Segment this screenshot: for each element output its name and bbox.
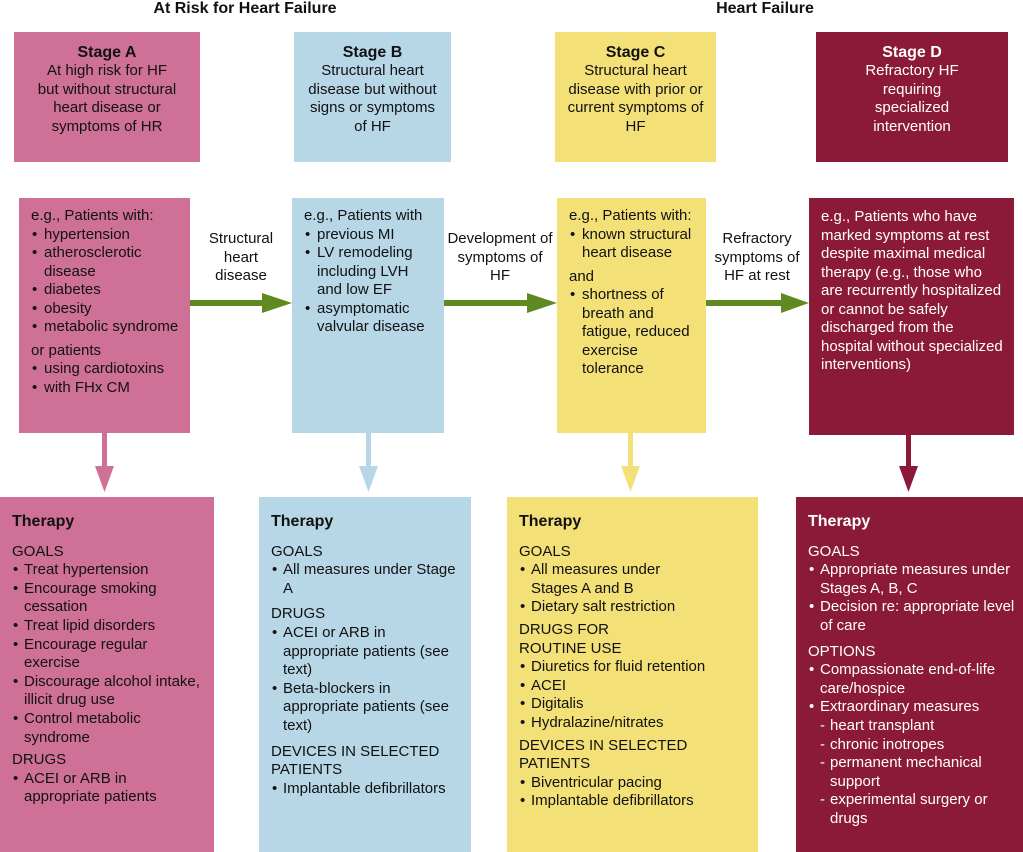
connector-label-cd: Refractory symptoms of HF at rest [714,230,800,284]
stage-a-examples: e.g., Patients with: hypertension athero… [19,198,190,433]
arrow-down-a [95,433,114,492]
stage-d-box: Stage D Refractory HF requiring speciali… [816,32,1008,162]
list-item: All measures under Stages A and B [519,561,750,598]
arrow-cd [706,293,809,313]
stage-d-therapy: Therapy GOALS Appropriate measures under… [796,497,1023,852]
therapy-d-options-label: OPTIONS [808,642,876,660]
stage-a-therapy: Therapy GOALS Treat hypertension Encoura… [0,497,214,852]
list-item: ACEI or ARB in appropriate patients [12,770,206,807]
list-item: shortness of breath and fatigue, reduced… [569,286,702,379]
stage-d-title: Stage D [882,44,942,61]
stage-a-desc: At high risk for HF but without structur… [37,62,177,135]
list-item: atherosclerotic disease [31,244,182,281]
stage-c-examples: e.g., Patients with: known structural he… [557,198,706,433]
list-item: chronic inotropes [808,736,1015,755]
list-item: diabetes [31,281,182,300]
list-item: obesity [31,300,182,319]
list-item: metabolic syndrome [31,318,182,337]
therapy-c-devices-label: DEVICES IN SELECTED PATIENTS [519,736,688,773]
stage-a-box: Stage A At high risk for HF but without … [14,32,200,162]
list-item: Treat hypertension [12,561,206,580]
list-item: Compassionate end-of-life care/hospice [808,661,1015,698]
list-item: All measures under Stage A [271,561,463,598]
list-item: Encourage regular exercise [12,636,206,673]
therapy-a-drugs-label: DRUGS [12,751,67,769]
stage-d-examples: e.g., Patients who have marked symptoms … [809,198,1014,435]
list-item: LV remodeling including LVH and low EF [304,244,436,300]
arrow-down-d [899,435,918,492]
therapy-b-title: Therapy [271,513,334,530]
arrow-down-c [621,433,640,492]
therapy-b-drugs-label: DRUGS [271,605,326,623]
examples-b-lead: e.g., Patients with [304,207,423,224]
therapy-a-goals-label: GOALS [12,542,64,560]
list-item: known structural heart disease [569,226,702,263]
header-heart-failure: Heart Failure [716,0,814,17]
list-item: Discourage alcohol intake, illicit drug … [12,673,206,710]
examples-c-lead: e.g., Patients with: [569,207,692,224]
arrow-bc [444,293,557,313]
stage-c-title: Stage C [605,44,666,61]
list-item: Dietary salt restriction [519,598,750,617]
list-item: Control metabolic syndrome [12,710,206,747]
list-item: Biventricular pacing [519,774,750,793]
list-item: Implantable defibrillators [519,792,750,811]
list-item: ACEI [519,677,750,696]
arrow-down-b [359,433,378,492]
list-item: Beta-blockers in appropriate patients (s… [271,680,463,736]
examples-a-lead: e.g., Patients with: [31,207,154,224]
stage-c-desc: Structural heart disease with prior or c… [567,62,704,135]
therapy-b-goals-label: GOALS [271,542,323,560]
therapy-d-title: Therapy [808,513,871,530]
stage-b-box: Stage B Structural heart disease but wit… [294,32,451,162]
list-item: Digitalis [519,695,750,714]
list-item: asymptomatic valvular disease [304,300,436,337]
stage-d-desc: Refractory HF requiring specialized inte… [865,62,959,135]
list-item: experimental surgery or drugs [808,791,1015,828]
arrow-ab [190,293,292,313]
list-item: Extraordinary measures [808,698,1015,717]
list-item: Appropriate measures under Stages A, B, … [808,561,1015,598]
therapy-c-title: Therapy [519,513,582,530]
list-item: permanent mechanical support [808,754,1015,791]
stage-b-therapy: Therapy GOALS All measures under Stage A… [259,497,471,852]
connector-label-bc: Development of symptoms of HF [447,230,553,284]
list-item: Treat lipid disorders [12,617,206,636]
list-item: heart transplant [808,717,1015,736]
therapy-d-goals-label: GOALS [808,542,860,560]
therapy-c-drugs-label: DRUGS FOR ROUTINE USE [519,620,622,657]
examples-c-lead2: and [569,267,595,285]
list-item: with FHx CM [31,379,182,398]
stage-b-title: Stage B [342,44,403,61]
examples-d-text: e.g., Patients who have marked symptoms … [821,208,1003,373]
list-item: Diuretics for fluid retention [519,658,750,677]
list-item: ACEI or ARB in appropriate patients (see… [271,624,463,680]
list-item: using cardiotoxins [31,360,182,379]
stage-c-box: Stage C Structural heart disease with pr… [555,32,716,162]
list-item: hypertension [31,226,182,245]
list-item: Encourage smoking cessation [12,580,206,617]
stage-b-desc: Structural heart disease but without sig… [308,62,437,135]
examples-a-lead2: or patients [31,341,102,359]
list-item: Implantable defibrillators [271,780,463,799]
header-at-risk: At Risk for Heart Failure [153,0,337,17]
therapy-a-title: Therapy [12,513,75,530]
stage-b-examples: e.g., Patients with previous MI LV remod… [292,198,444,433]
stage-c-therapy: Therapy GOALS All measures under Stages … [507,497,758,852]
stage-a-title: Stage A [77,44,137,61]
therapy-c-goals-label: GOALS [519,542,571,560]
therapy-b-devices-label: DEVICES IN SELECTED PATIENTS [271,742,440,779]
connector-label-ab: Structural heart disease [208,230,274,284]
list-item: Decision re: appropriate level of care [808,598,1015,635]
list-item: previous MI [304,226,436,245]
list-item: Hydralazine/nitrates [519,714,750,733]
